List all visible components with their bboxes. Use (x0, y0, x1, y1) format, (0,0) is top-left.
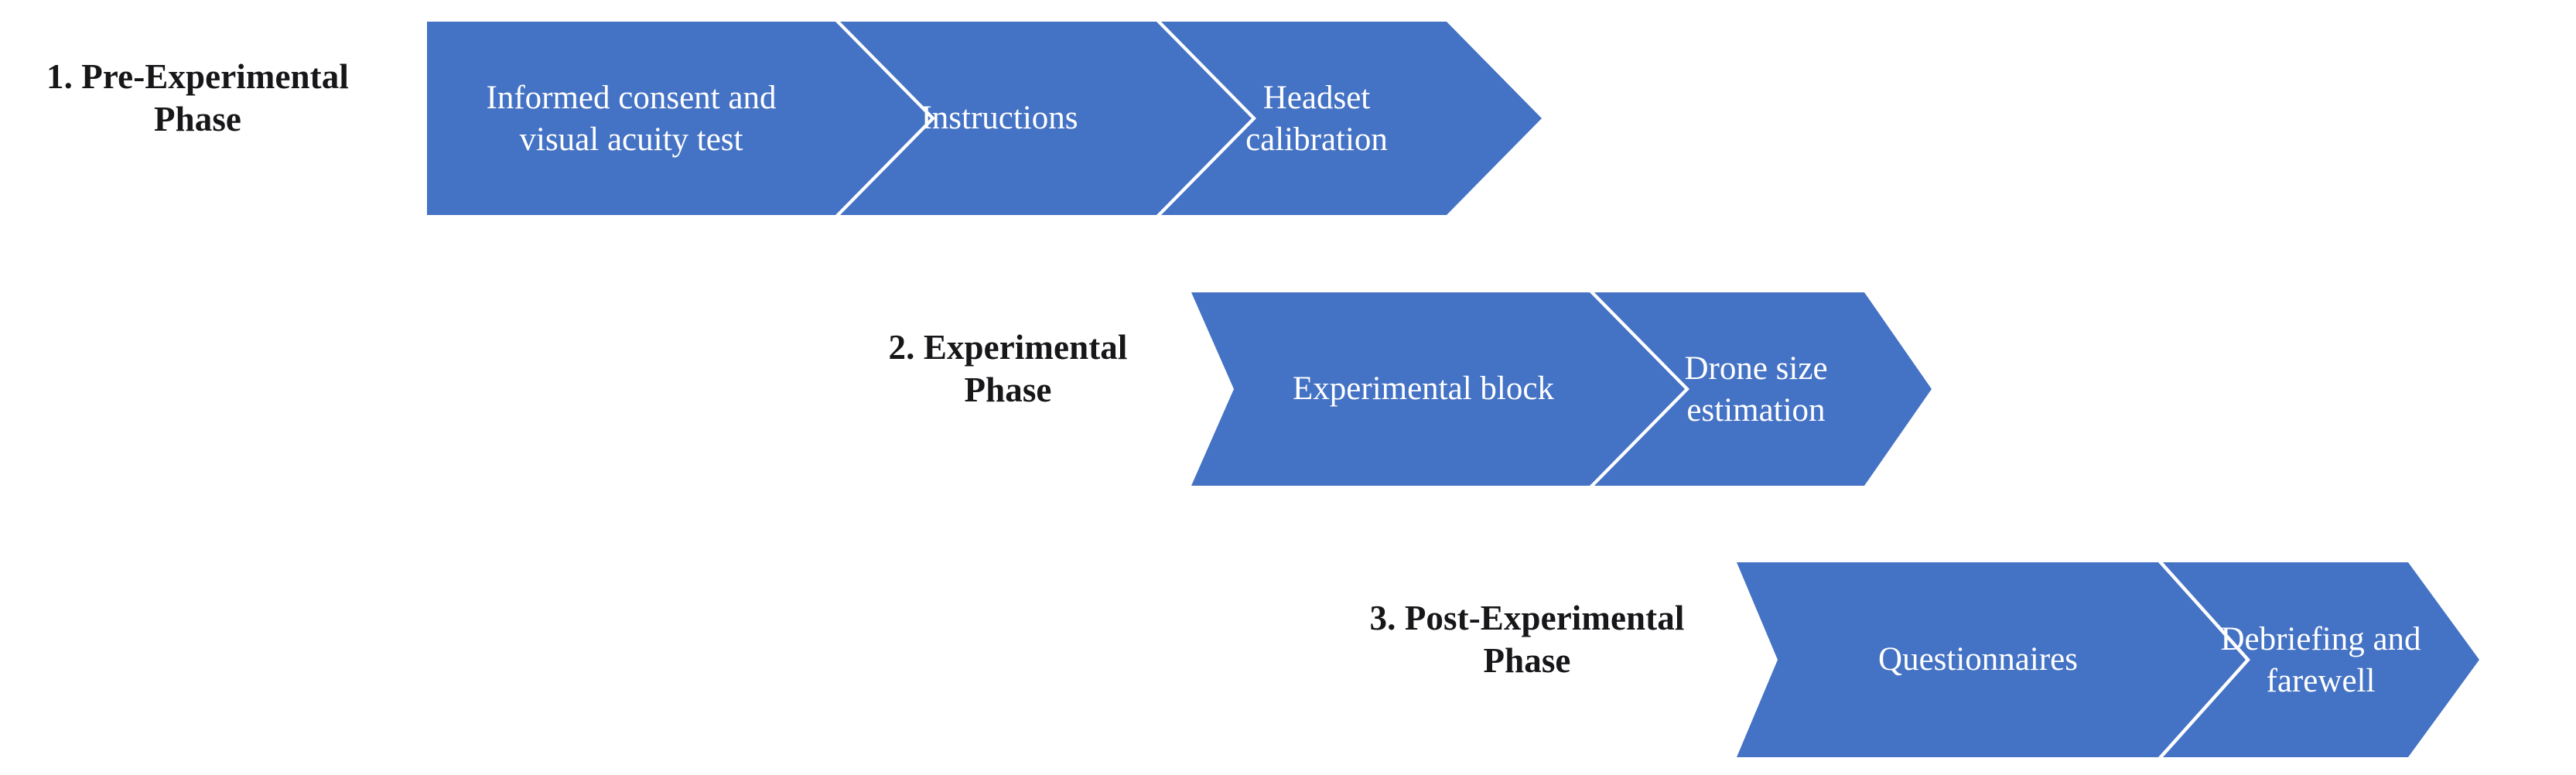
chevron-step-1-3-line1: Headset (1263, 80, 1371, 116)
chevron-step-1-1-line1: Informed consent and (487, 80, 777, 116)
chevron-step-2-2-line2: estimation (1686, 392, 1825, 428)
chevron-step-2-2-line1: Drone size (1684, 350, 1827, 387)
chevron-step-1-1-line2: visual acuity test (520, 121, 743, 158)
phase-label-3: 3. Post-Experimental Phase (1369, 599, 1685, 680)
chevron-step-3-2-line2: farewell (2267, 663, 2376, 699)
phase-1-chevron-group: Informed consent and visual acuity test … (427, 22, 1542, 215)
chevron-step-1-2[interactable] (840, 22, 1252, 215)
chevron-step-3-1-line1: Questionnaires (1878, 641, 2078, 678)
chevron-step-2-1-line1: Experimental block (1293, 370, 1554, 407)
phase-2-chevron-group: Experimental block Drone size estimation (1191, 292, 1932, 486)
chevron-step-1-1[interactable] (427, 22, 931, 215)
chevron-step-3-1[interactable] (1737, 562, 2246, 757)
chevron-step-2-1[interactable] (1191, 292, 1685, 486)
chevron-step-3-2-line1: Debriefing and (2220, 621, 2421, 657)
chevron-step-3-2[interactable] (2163, 562, 2479, 757)
chevron-step-1-3-line2: calibration (1245, 121, 1388, 158)
chevron-step-2-2[interactable] (1594, 292, 1932, 486)
phase-3-chevron-group: Questionnaires Debriefing and farewell (1737, 562, 2479, 757)
phase-label-1: 1. Pre-Experimental Phase (46, 57, 349, 138)
phase-label-2: 2. Experimental Phase (888, 328, 1128, 409)
chevron-step-1-3[interactable] (1161, 22, 1542, 215)
chevron-step-1-2-line1: Instructions (921, 100, 1078, 136)
